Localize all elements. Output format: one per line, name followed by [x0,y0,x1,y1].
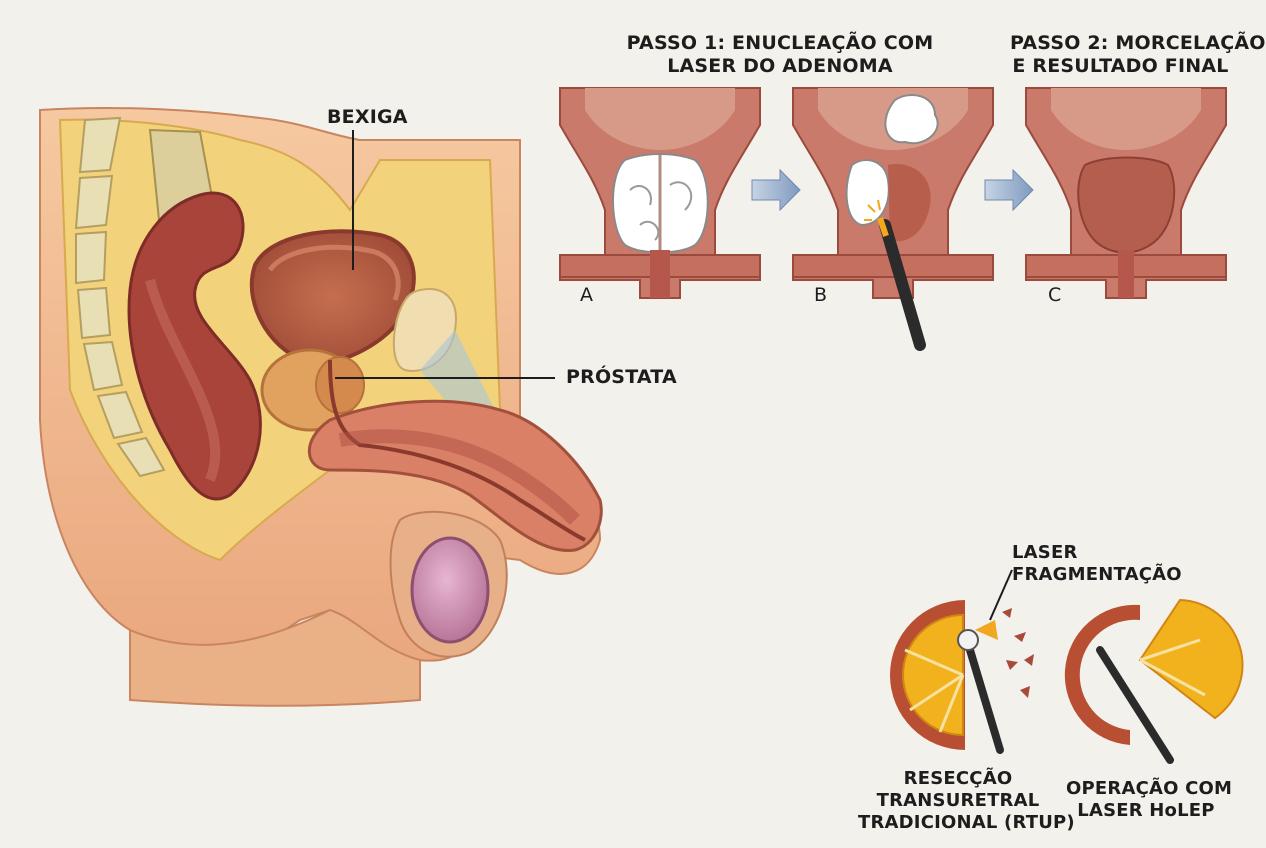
laser-leader [989,569,1013,621]
step1-title-line1: PASSO 1: ENUCLEAÇÃO COM [626,32,934,54]
laser-label-line1: LASER [1012,542,1078,563]
thigh [129,608,421,707]
panel-a-illustration [559,87,761,299]
panel-b-illustration [792,87,994,351]
step1-title-line2: LASER DO ADENOMA [667,55,893,77]
holep-orange-illustration [1064,598,1244,764]
step2-title-line1: PASSO 2: MORCELAÇÃO [1010,32,1266,54]
holep-caption-line1: OPERAÇÃO COM [1066,778,1233,799]
rtup-orange-illustration [890,600,1034,754]
laser-label-line2: FRAGMENTAÇÃO [1012,564,1182,585]
rtup-caption-line3: TRADICIONAL (RTUP) [858,812,1075,833]
urethra [328,359,586,542]
pelvic-anatomy [39,107,603,707]
laser-label: LASER FRAGMENTAÇÃO [1012,542,1182,586]
testis [410,536,490,644]
holep-caption: OPERAÇÃO COM LASER HoLEP [1066,778,1233,822]
illustration [39,87,1244,764]
panel-c-label: C [1048,284,1062,306]
spine [74,116,166,478]
prostate-lobe [315,356,365,414]
rtup-caption-line1: RESECÇÃO [903,768,1013,789]
panel-a-label: A [580,284,594,306]
prostate-label: PRÓSTATA [566,366,677,388]
arrow-b-to-c [984,168,1034,212]
panel-c-illustration [1025,87,1227,299]
corpus [338,429,580,525]
rectum [127,191,262,501]
step2-title: PASSO 2: MORCELAÇÃO E RESULTADO FINAL [1010,32,1266,78]
panel-b-label: B [814,284,828,306]
step2-title-line2: E RESULTADO FINAL [1012,55,1229,77]
rtup-caption: RESECÇÃO TRANSURETRAL TRADICIONAL (RTUP) [858,768,1075,834]
holep-caption-line2: LASER HoLEP [1077,800,1215,821]
step1-title: PASSO 1: ENUCLEAÇÃO COM LASER DO ADENOMA [620,32,940,78]
rectum-wall [145,278,221,482]
bladder-wall [267,244,401,301]
arrow-a-to-b [751,168,801,212]
bladder-label: BEXIGA [327,106,408,128]
rtup-caption-line2: TRANSURETRAL [876,790,1040,811]
